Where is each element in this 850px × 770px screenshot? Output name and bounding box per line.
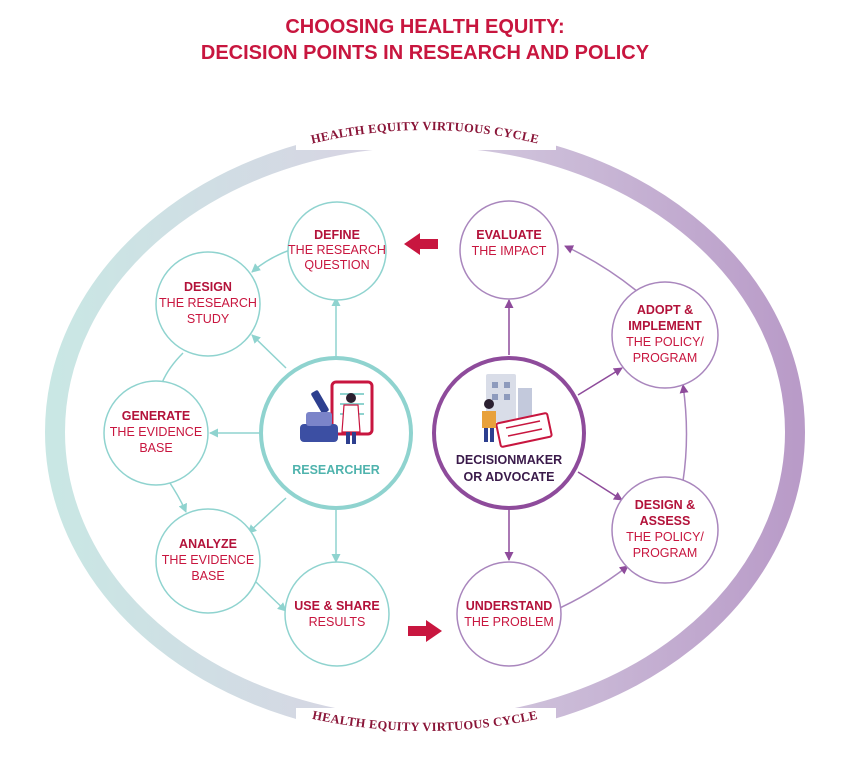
step-design-study-line2: THE RESEARCH [159,296,257,310]
step-design-assess-title-2: ASSESS [640,514,691,528]
arrow-to-policy-icon [408,620,442,642]
step-adopt-line4: PROGRAM [633,351,698,365]
step-generate-line2: THE EVIDENCE [110,425,202,439]
step-design-assess-line4: PROGRAM [633,546,698,560]
step-design-study-circle [155,251,261,357]
policy-radial-arrows [504,299,623,561]
step-understand-title: UNDERSTAND [466,599,553,613]
step-generate-circle [103,380,209,486]
decisionmaker-hub-label-2: OR ADVOCATE [464,470,555,484]
step-adopt-title-2: IMPLEMENT [628,319,702,333]
step-define-title: DEFINE [314,228,360,242]
step-generate-line3: BASE [139,441,172,455]
research-radial-arrows [209,297,341,563]
step-analyze-line2: THE EVIDENCE [162,553,254,567]
step-design-assess-title-1: DESIGN & [635,498,695,512]
step-analyze-line3: BASE [191,569,224,583]
decisionmaker-illustration-icon [482,374,553,448]
step-generate-title: GENERATE [122,409,191,423]
step-define-line2: THE RESEARCH [288,243,386,257]
step-adopt-line3: THE POLICY/ [626,335,704,349]
step-design-assess-line3: THE POLICY/ [626,530,704,544]
arrow-to-research-icon [404,233,438,255]
title-line-1: CHOOSING HEALTH EQUITY: [285,16,564,38]
step-evaluate-circle [459,200,559,300]
step-design-study-title: DESIGN [184,280,232,294]
step-adopt-circle [611,281,719,389]
step-understand-line2: THE PROBLEM [464,615,554,629]
step-define-circle [287,201,387,301]
researcher-hub-label: RESEARCHER [292,463,380,477]
step-use-share-title: USE & SHARE [294,599,379,613]
step-design-assess-circle [611,476,719,584]
title-line-2: DECISION POINTS IN RESEARCH AND POLICY [201,42,650,64]
ring-label-gap-top [296,120,556,150]
researcher-illustration-icon [300,380,374,444]
step-evaluate-title: EVALUATE [476,228,542,242]
step-analyze-circle [155,508,261,614]
step-use-share-circle [284,561,390,667]
ring-label-gap-bottom [296,708,556,738]
step-define-line3: QUESTION [304,258,369,272]
step-use-share-line2: RESULTS [309,615,366,629]
step-understand-circle [456,561,562,667]
step-analyze-title: ANALYZE [179,537,237,551]
step-design-study-line3: STUDY [187,312,230,326]
decisionmaker-hub-label-1: DECISIONMAKER [456,453,562,467]
step-adopt-title-1: ADOPT & [637,303,693,317]
step-evaluate-line2: THE IMPACT [472,244,547,258]
